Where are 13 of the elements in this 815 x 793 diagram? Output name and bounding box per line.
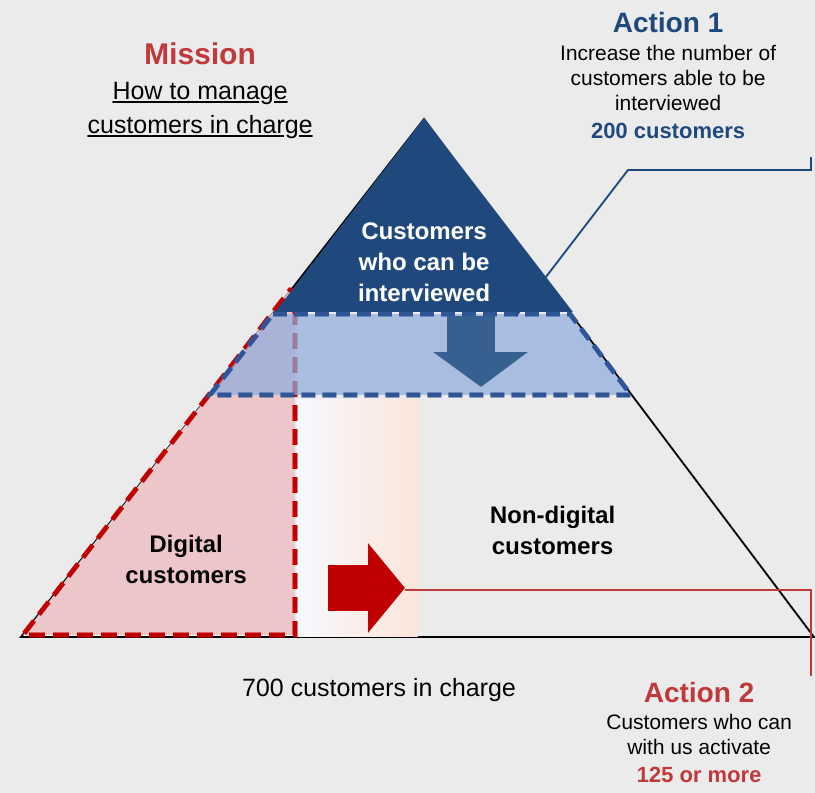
subheading: How to manage customers in charge [86, 76, 314, 141]
heading: Mission [144, 37, 256, 73]
segment-label: Digital customers [124, 530, 248, 591]
target-value: 200 customers [590, 117, 746, 145]
target-value: 125 or more [636, 761, 762, 789]
description: Customers who can with us activate [605, 710, 793, 760]
segment-label: Non-digital customers [488, 501, 616, 562]
leader-line [405, 589, 812, 676]
total-label: 700 customers in charge [242, 673, 516, 704]
heading: Action 2 [644, 676, 754, 710]
heading: Action 1 [612, 6, 724, 40]
segment-label: Customers who can be interviewed [356, 217, 492, 309]
description: Increase the number of customers able to be interviewed [559, 41, 777, 116]
